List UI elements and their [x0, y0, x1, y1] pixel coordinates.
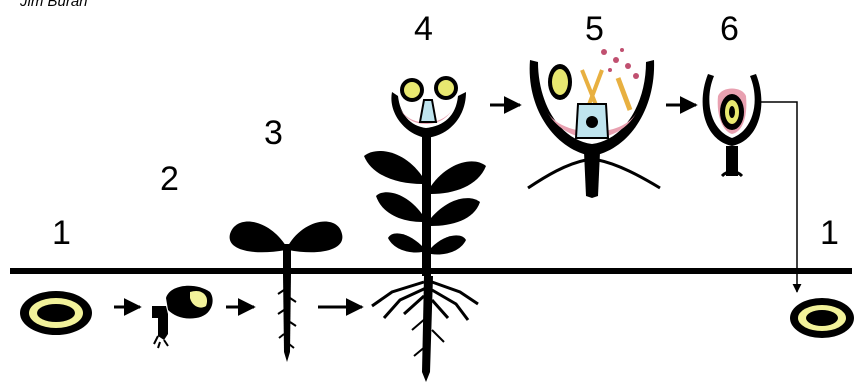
stage-label-5: 5 [585, 10, 604, 48]
stage-label-6: 6 [720, 10, 739, 48]
germinating-seed-illustration [152, 286, 213, 348]
arrow-fruit-to-new-seed [756, 102, 797, 292]
new-seed-illustration [790, 298, 854, 338]
flowering-plant-illustration [364, 76, 486, 382]
stage-label-4: 4 [414, 10, 433, 48]
seedling-illustration [230, 222, 343, 363]
developing-seed-illustration [703, 74, 762, 176]
stage-label-1-repeat: 1 [820, 214, 839, 252]
stage-label-2: 2 [160, 160, 179, 198]
stage-label-3: 3 [264, 114, 283, 152]
seed-illustration [20, 291, 92, 335]
credit-text: Jim Buran [19, 0, 88, 10]
stage-label-1: 1 [52, 214, 71, 252]
pollination-illustration [528, 48, 660, 198]
